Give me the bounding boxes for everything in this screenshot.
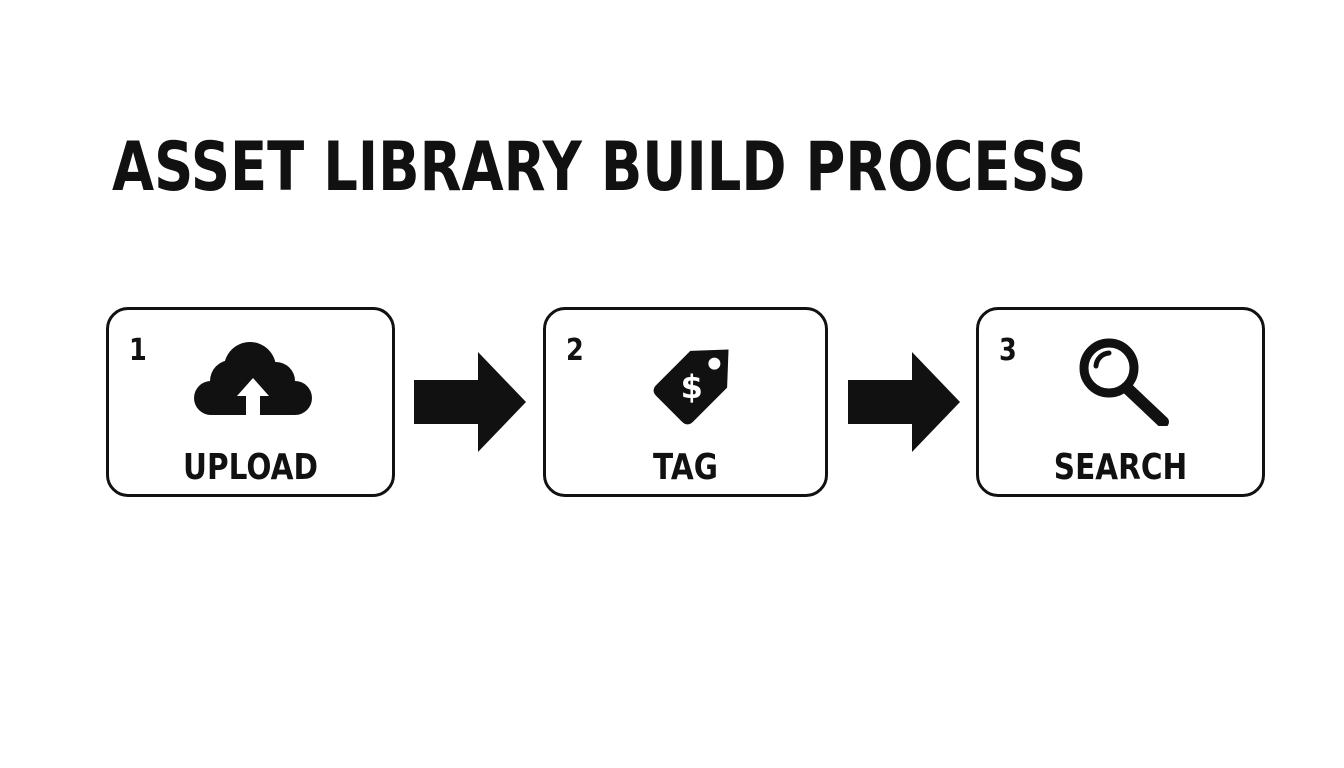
cloud-upload-icon (189, 336, 317, 426)
price-tag-icon: $ (632, 336, 760, 426)
right-arrow-icon (414, 352, 526, 452)
magnifier-icon (1059, 336, 1187, 426)
step-number: 3 (999, 333, 1017, 368)
step-label: UPLOAD (182, 447, 319, 488)
step-label: TAG (653, 447, 718, 488)
step-search-box: 3 SEARCH (976, 307, 1265, 497)
tag-dollar-symbol: $ (681, 368, 703, 406)
step-tag-box: 2 $ TAG (543, 307, 828, 497)
step-number: 1 (129, 333, 147, 368)
step-number: 2 (566, 333, 584, 368)
page-title: ASSET LIBRARY BUILD PROCESS (112, 128, 1087, 207)
step-label: SEARCH (1053, 447, 1188, 488)
step-upload-box: 1 UPLOAD (106, 307, 395, 497)
right-arrow-icon (848, 352, 960, 452)
